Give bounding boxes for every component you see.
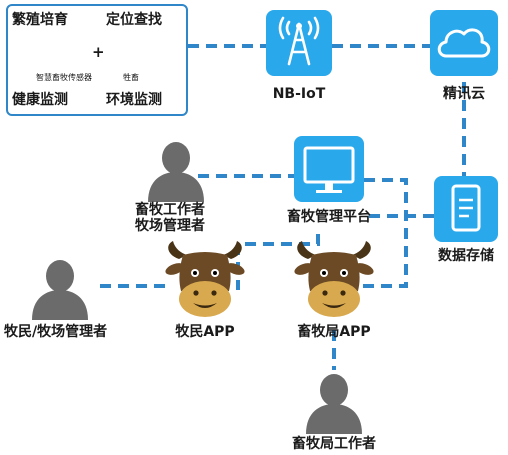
platform-label: 畜牧管理平台 [287, 209, 371, 225]
storage-icon [434, 176, 498, 242]
bureau-app-label: 畜牧局APP [297, 324, 371, 340]
panel-environment-label: 环境监测 [106, 92, 162, 108]
person-worker-admin-icon [148, 142, 204, 202]
monitor-icon [294, 136, 364, 202]
herder-app-cow-icon [163, 241, 247, 317]
panel-breeding-label: 繁殖培育 [12, 12, 68, 28]
herder-app-label: 牧民APP [175, 324, 235, 340]
person-bureau-worker-icon [306, 374, 362, 434]
cloud-label: 精讯云 [443, 86, 485, 102]
person-herder-icon [32, 260, 88, 320]
nbiot-label: NB-IoT [272, 86, 326, 102]
panel-plus-sign: + [92, 43, 105, 61]
panel-health-label: 健康监测 [12, 92, 68, 108]
feature-panel [6, 4, 188, 116]
storage-label: 数据存储 [438, 248, 494, 264]
worker-admin-label-line1: 畜牧工作者 [135, 202, 205, 218]
cloud-icon [430, 10, 498, 76]
bureau-worker-label: 畜牧局工作者 [292, 436, 376, 452]
panel-sensor-label: 智慧畜牧传感器 [36, 73, 92, 82]
nbiot-tower-icon [266, 10, 332, 76]
panel-livestock-label: 牲畜 [123, 73, 139, 82]
worker-admin-label-line2: 牧场管理者 [135, 218, 205, 234]
herder-manager-label: 牧民/牧场管理者 [4, 324, 108, 340]
line-platform-bureauapp [362, 178, 408, 288]
panel-locate-label: 定位查找 [106, 12, 162, 28]
line-platform-herderapp [236, 234, 320, 290]
bureau-app-cow-icon [292, 241, 376, 317]
